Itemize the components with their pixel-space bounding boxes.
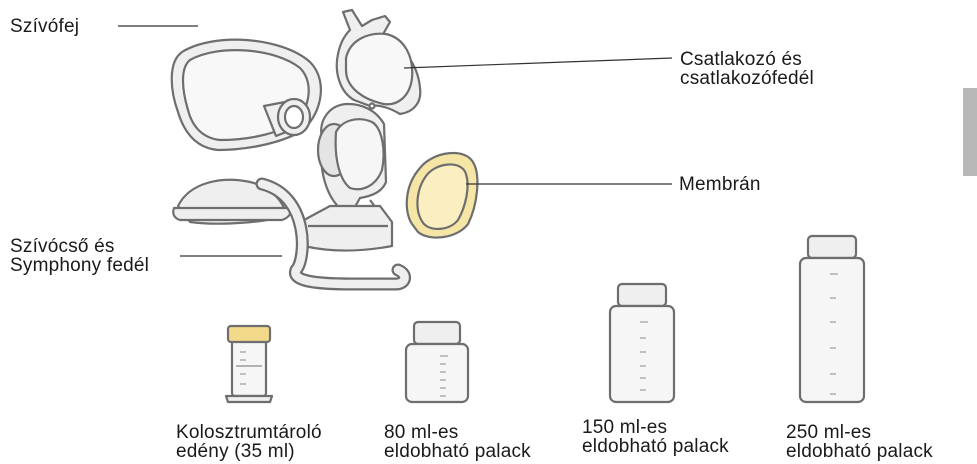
label-80ml-line1: 80 ml-es bbox=[384, 423, 458, 442]
leader-connector bbox=[404, 58, 672, 68]
label-150ml-line2: eldobható palack bbox=[582, 437, 729, 456]
bottle-150ml-part bbox=[610, 284, 674, 402]
label-80ml-line2: eldobható palack bbox=[384, 442, 531, 461]
label-150ml-line1: 150 ml-es bbox=[582, 418, 667, 437]
label-colostrum-line1: Kolosztrumtároló bbox=[176, 423, 322, 442]
breast-shield-part bbox=[172, 40, 321, 150]
connector-body-part bbox=[304, 104, 392, 251]
label-membrane: Membrán bbox=[679, 175, 761, 194]
label-colostrum-line2: edény (35 ml) bbox=[176, 442, 295, 461]
label-connector-line1: Csatlakozó és bbox=[680, 50, 802, 69]
connector-cap-part bbox=[337, 10, 421, 114]
label-breast-shield: Szívófej bbox=[10, 17, 79, 36]
bottle-250ml-part bbox=[800, 236, 864, 402]
label-tubing-line1: Szívócső és bbox=[10, 237, 115, 256]
bottle-80ml-part bbox=[406, 322, 468, 402]
label-connector-line2: csatlakozófedél bbox=[680, 69, 814, 88]
side-tab-marker bbox=[963, 88, 977, 176]
colostrum-container-part bbox=[226, 326, 272, 402]
label-tubing-line2: Symphony fedél bbox=[10, 256, 149, 275]
label-250ml-line1: 250 ml-es bbox=[786, 423, 871, 442]
label-250ml-line2: eldobható palack bbox=[786, 442, 933, 461]
membrane-part bbox=[407, 153, 478, 238]
